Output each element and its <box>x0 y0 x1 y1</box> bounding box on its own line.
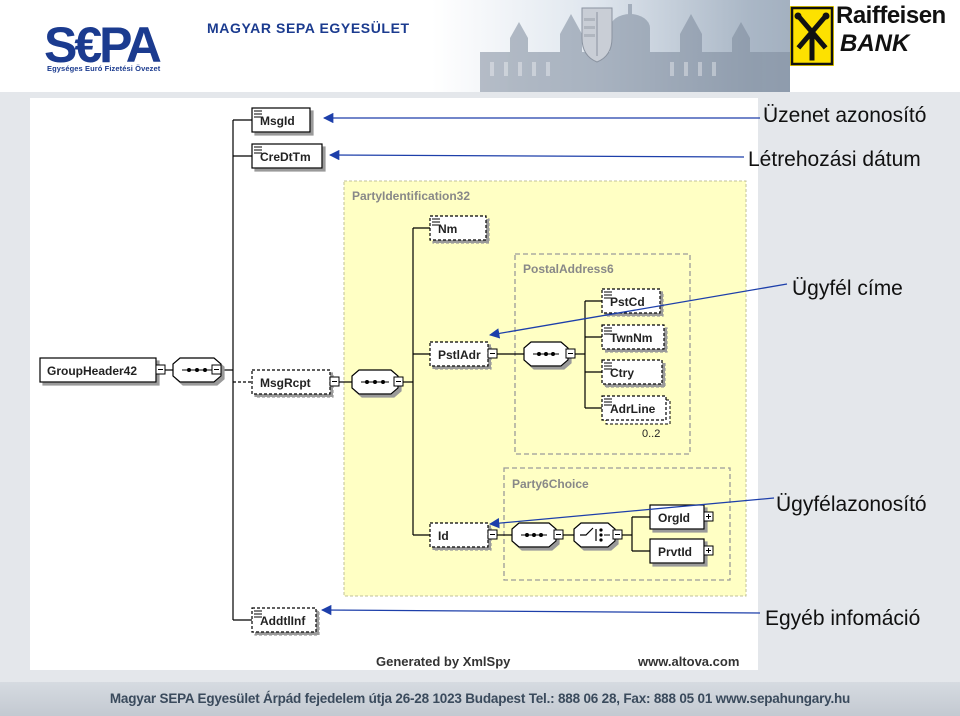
element-addtlinf[interactable]: AddtlInf <box>251 607 317 633</box>
adrline-cardinality: 0..2 <box>642 428 660 440</box>
collapse-toggle-icon[interactable] <box>329 376 340 387</box>
sequence-compositor-icon <box>172 357 222 383</box>
svg-text:AdrLine: AdrLine <box>610 402 656 416</box>
element-orgid[interactable]: OrgId <box>649 504 705 530</box>
collapse-toggle-icon[interactable] <box>487 348 498 359</box>
sequence-compositor-icon <box>351 369 399 395</box>
expand-toggle-icon[interactable] <box>703 545 714 556</box>
header-banner: S€PA Egységes Euró Fizetési Övezet MAGYA… <box>0 0 960 92</box>
element-credttm[interactable]: CreDtTm <box>251 143 323 169</box>
collapse-toggle-icon[interactable] <box>565 348 576 359</box>
element-ctry[interactable]: Ctry <box>601 359 663 385</box>
svg-text:AddtlInf: AddtlInf <box>260 614 306 628</box>
bank-name-line2: BANK <box>840 30 910 57</box>
element-twnnm[interactable]: TwnNm <box>601 324 665 350</box>
svg-text:PstlAdr: PstlAdr <box>438 348 481 362</box>
coat-of-arms-icon <box>581 7 613 63</box>
sequence-compositor-icon <box>511 522 557 548</box>
element-pstcd[interactable]: PstCd <box>601 288 661 314</box>
collapse-toggle-icon[interactable] <box>155 364 166 375</box>
sepa-logo: S€PA <box>44 18 164 70</box>
raiffeisen-logo: Raiffeisen BANK <box>790 0 960 92</box>
raiffeisen-gable-icon <box>790 6 834 66</box>
expand-toggle-icon[interactable] <box>703 511 714 522</box>
association-name: MAGYAR SEPA EGYESÜLET <box>207 20 410 36</box>
collapse-toggle-icon[interactable] <box>553 529 564 540</box>
svg-text:Id: Id <box>438 529 449 543</box>
collapse-toggle-icon[interactable] <box>211 364 222 375</box>
svg-text:PrvtId: PrvtId <box>658 545 692 559</box>
collapse-toggle-icon[interactable] <box>612 529 623 540</box>
postal-address-label: PostalAddress6 <box>523 262 614 276</box>
bank-name-line1: Raiffeisen <box>836 2 946 29</box>
annotation-customer-identifier: Ügyfélazonosító <box>776 493 927 516</box>
generator-url: www.altova.com <box>637 654 739 669</box>
element-nm[interactable]: Nm <box>429 215 487 241</box>
svg-text:Ctry: Ctry <box>610 366 634 380</box>
svg-text:CreDtTm: CreDtTm <box>260 150 311 164</box>
sequence-compositor-icon <box>523 341 569 367</box>
element-msgrcpt[interactable]: MsgRcpt <box>251 369 331 395</box>
sepa-logo-subtitle: Egységes Euró Fizetési Övezet <box>47 64 161 73</box>
party-choice-label: Party6Choice <box>512 477 589 491</box>
annotation-creation-date: Létrehozási dátum <box>748 148 921 171</box>
svg-text:MsgId: MsgId <box>260 114 295 128</box>
generated-by-label: Generated by XmlSpy <box>376 654 511 669</box>
schema-diagram: PartyIdentification32 PostalAddress6 Par… <box>30 98 758 670</box>
svg-text:S€PA: S€PA <box>44 18 161 70</box>
choice-compositor-icon <box>573 522 616 548</box>
svg-text:TwnNm: TwnNm <box>610 331 652 345</box>
collapse-toggle-icon[interactable] <box>393 376 404 387</box>
element-pstladr[interactable]: PstlAdr <box>429 341 489 367</box>
svg-text:Nm: Nm <box>438 222 457 236</box>
svg-text:GroupHeader42: GroupHeader42 <box>47 364 137 378</box>
footer-contact-text: Magyar SEPA Egyesület Árpád fejedelem út… <box>109 691 851 706</box>
element-prvtid[interactable]: PrvtId <box>649 538 705 564</box>
annotation-customer-address: Ügyfél címe <box>792 277 903 300</box>
annotation-message-id: Üzenet azonosító <box>763 104 927 127</box>
element-adrline[interactable]: AdrLine <box>601 395 671 425</box>
footer-bar: Magyar SEPA Egyesület Árpád fejedelem út… <box>0 682 960 716</box>
parliament-building-image <box>480 4 790 92</box>
element-group-header[interactable]: GroupHeader42 <box>39 357 157 383</box>
element-msgid[interactable]: MsgId <box>251 107 311 133</box>
annotation-other-information: Egyéb infomáció <box>765 607 921 630</box>
element-id[interactable]: Id <box>429 522 489 548</box>
svg-text:OrgId: OrgId <box>658 511 690 525</box>
svg-text:MsgRcpt: MsgRcpt <box>260 376 311 390</box>
svg-text:PstCd: PstCd <box>610 295 645 309</box>
party-identification-label: PartyIdentification32 <box>352 189 470 203</box>
collapse-toggle-icon[interactable] <box>487 529 498 540</box>
